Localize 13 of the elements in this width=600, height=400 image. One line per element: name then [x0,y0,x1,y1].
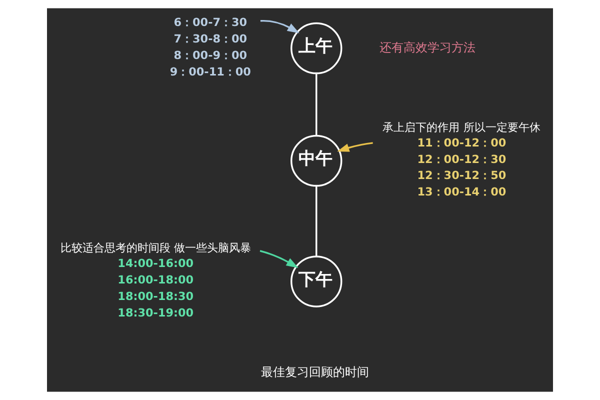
node-text: 比较适合思考的时间段 做一些头脑风暴 14:00-16:00 16:00-18:00 18:00-18:30 18:30-19:00 [60,242,251,320]
arrow [337,142,373,152]
node-text: 6：00-7：30 7：30-8：00 8：00-9：00 9：00-11：00 [170,16,251,78]
label: 还有高效学习方法 [380,40,476,54]
connector [316,186,318,256]
label: 最佳复习回顾的时间 [260,365,369,380]
node-text: 承上启下的作用 所以一定要午休 11：00-12：00 12：00-12：30 12：30-12：50 13：00-14：00 [382,120,540,199]
arrow [260,20,300,34]
arrow [260,250,298,268]
node-circle: 下午 [290,256,342,308]
node-circle: 上午 [290,22,342,74]
node-circle: 中午 [290,134,342,187]
connector [316,73,318,136]
